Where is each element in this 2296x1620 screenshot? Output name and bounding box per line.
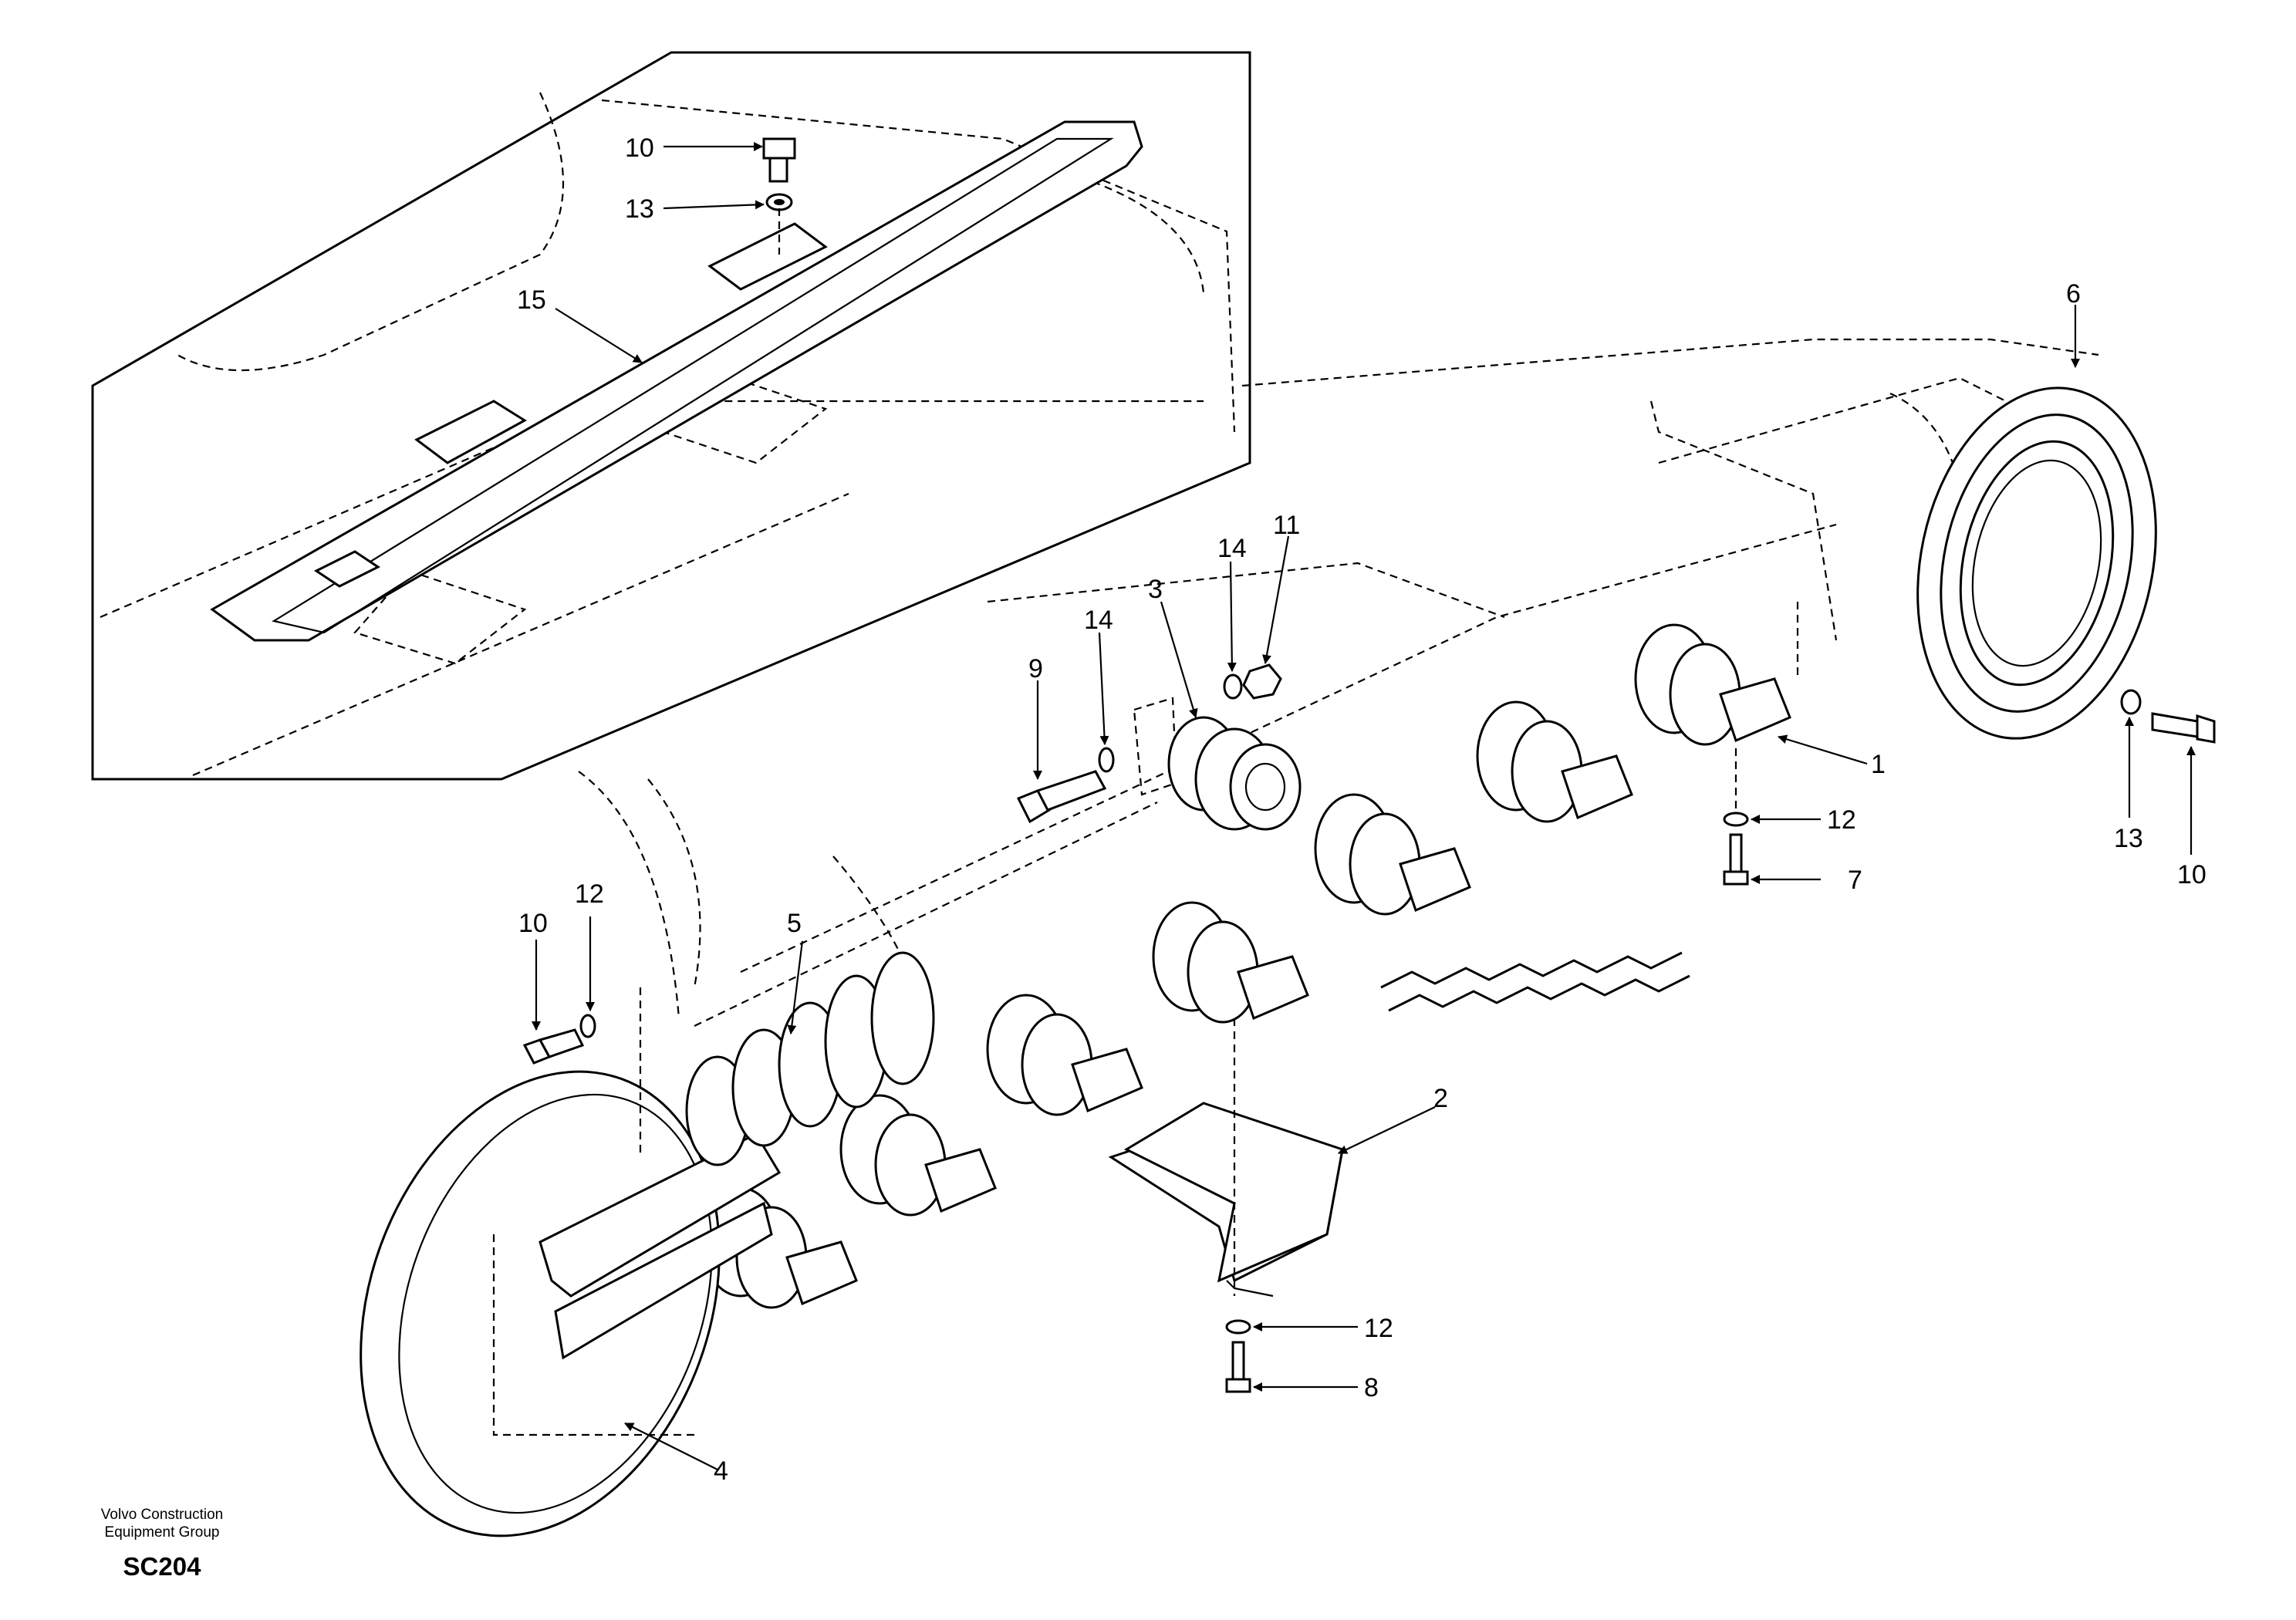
front-idler	[360, 987, 782, 1537]
track-chain-segment	[1380, 951, 1690, 1012]
callout-6: 6	[2066, 279, 2081, 309]
callout-labels: 10 13 15 6 14 11 3 14 9 1 12 7 13 10 5 1…	[517, 133, 2207, 1486]
callout-8: 8	[1364, 1373, 1379, 1402]
callout-10-inset: 10	[625, 133, 654, 163]
footer-credit: Volvo Construction Equipment Group SC204	[54, 1506, 270, 1581]
track-roller-4	[1152, 901, 1309, 1024]
callout-9: 9	[1028, 654, 1043, 683]
callout-10-sprocket: 10	[2177, 860, 2207, 889]
leader-lines	[532, 142, 2196, 1470]
callout-5: 5	[787, 909, 802, 938]
roller-bolt	[1723, 833, 1749, 886]
company-name-line2: Equipment Group	[104, 1524, 220, 1541]
company-name-line1: Volvo Construction	[100, 1507, 224, 1523]
carrier-bolt	[1016, 770, 1107, 824]
callout-14-right: 14	[1217, 534, 1247, 563]
track-guard	[210, 120, 1143, 642]
track-roller-1	[1634, 623, 1791, 746]
carrier-washer-right	[1223, 673, 1243, 700]
callout-12-right: 12	[1827, 805, 1856, 835]
inset-washer	[765, 193, 793, 211]
carrier-washer-left	[1098, 747, 1115, 773]
track-roller-3	[1314, 793, 1471, 916]
carrier-roller	[1133, 697, 1302, 831]
callout-13-sprocket: 13	[2114, 824, 2143, 853]
callout-1: 1	[1871, 750, 1886, 779]
diagram-code: SC204	[123, 1552, 201, 1581]
idler-bolt	[522, 1028, 585, 1065]
callout-4: 4	[714, 1456, 728, 1486]
center-guard-bolt	[1225, 1341, 1251, 1393]
callout-7: 7	[1848, 866, 1862, 895]
callout-14-left: 14	[1084, 606, 1113, 635]
callout-3: 3	[1148, 575, 1163, 604]
center-track-guard	[1108, 1102, 1344, 1298]
sprocket-washer	[2120, 689, 2142, 715]
track-roller-6	[839, 1094, 997, 1217]
recoil-spring	[685, 951, 935, 1166]
track-roller-2	[1476, 700, 1633, 823]
track-roller-5	[986, 994, 1143, 1116]
callout-11: 11	[1273, 511, 1300, 540]
callout-12-idler: 12	[575, 879, 604, 909]
center-guard-washer	[1225, 1319, 1251, 1335]
callout-13-inset: 13	[625, 194, 654, 224]
roller-washer	[1723, 812, 1749, 827]
inset-bolt	[762, 137, 796, 183]
inset-detail-box	[91, 51, 1251, 781]
frame-outline	[578, 338, 2099, 1050]
idler-washer	[579, 1014, 596, 1038]
callout-12-bottom: 12	[1364, 1314, 1393, 1343]
carrier-nut	[1242, 663, 1282, 700]
callout-2: 2	[1433, 1084, 1448, 1113]
sprocket	[1916, 386, 2157, 740]
callout-15: 15	[517, 285, 546, 315]
sprocket-bolt	[2151, 712, 2216, 744]
callout-10-idler: 10	[518, 909, 548, 938]
